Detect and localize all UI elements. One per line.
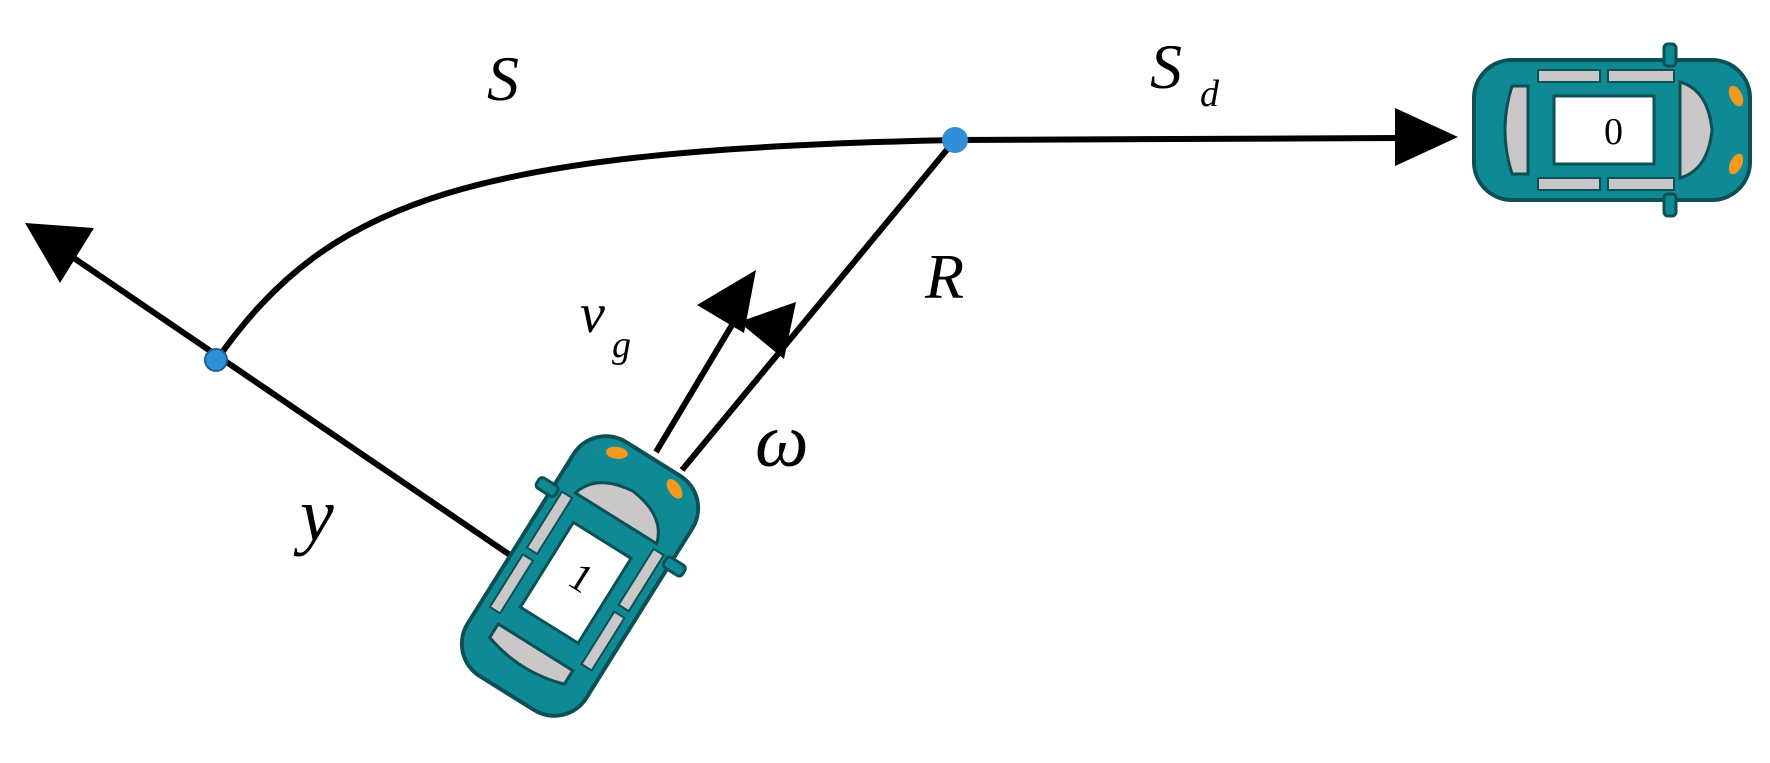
label-s: S [487, 43, 519, 114]
sd-arrowhead [1395, 108, 1458, 166]
label-r: R [924, 241, 964, 312]
label-y: y [293, 473, 334, 557]
label-vg: v [580, 283, 605, 345]
omega-arrowhead [739, 302, 796, 359]
vg-arrowhead [697, 270, 756, 333]
point-a [204, 348, 228, 372]
path-s-curve [215, 137, 958, 361]
point-b [942, 127, 968, 153]
r-line [679, 138, 958, 472]
y-axis-line [60, 247, 512, 558]
leader-car-number: 0 [1604, 111, 1623, 153]
label-sd-subscript: d [1200, 73, 1220, 115]
label-omega: ω [755, 399, 809, 483]
vg-arrow-line [653, 318, 738, 454]
label-sd: S [1150, 31, 1182, 102]
leader-car: 0 [1472, 42, 1752, 218]
follower-car: 1 [431, 411, 729, 741]
y-axis-arrowhead [25, 223, 94, 283]
label-vg-subscript: g [612, 324, 631, 366]
path-sd-line [954, 135, 1406, 143]
